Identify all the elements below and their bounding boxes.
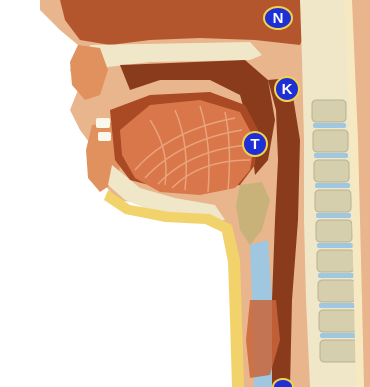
disc xyxy=(318,273,354,278)
disc xyxy=(314,153,348,158)
marker-n: N xyxy=(264,7,292,29)
vertebra xyxy=(313,130,348,152)
marker-k-label: K xyxy=(282,81,293,98)
vertebra xyxy=(319,310,357,332)
upper-teeth xyxy=(96,118,110,128)
vertebra xyxy=(320,340,358,362)
disc xyxy=(316,213,351,218)
disc xyxy=(313,123,346,128)
vertebra xyxy=(316,220,352,242)
disc xyxy=(315,183,350,188)
disc xyxy=(320,333,357,338)
vertebra xyxy=(314,160,349,182)
vertebra xyxy=(317,250,354,272)
disc xyxy=(319,303,356,308)
marker-t: T xyxy=(243,132,267,156)
tongue xyxy=(120,100,255,195)
vertebra xyxy=(318,280,355,302)
marker-k: K xyxy=(275,77,299,101)
bottom-marker xyxy=(273,379,293,387)
lower-teeth xyxy=(98,132,111,141)
vertebra xyxy=(315,190,351,212)
disc xyxy=(317,243,353,248)
vertebra xyxy=(312,100,346,122)
marker-t-label: T xyxy=(250,136,259,153)
marker-n-label: N xyxy=(273,10,284,27)
